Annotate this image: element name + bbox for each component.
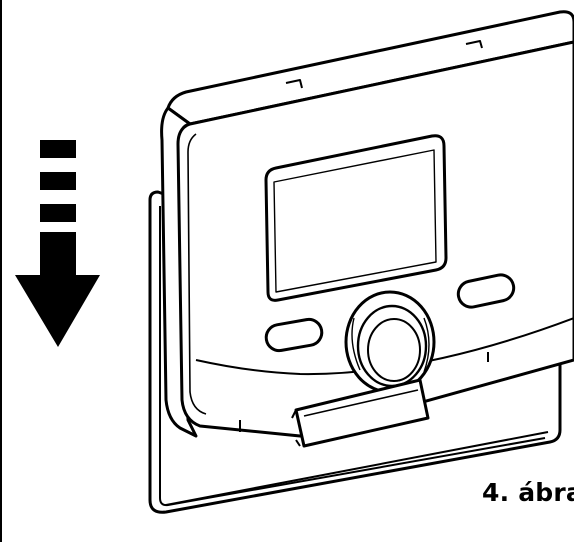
- display-window-inner: [273, 149, 437, 293]
- rotary-knob-grip: [351, 317, 430, 373]
- arrow-shaft-head: [15, 232, 100, 347]
- clip-outline: [294, 378, 430, 448]
- display-window: [264, 134, 448, 302]
- figure-caption: 4. ábra: [482, 478, 574, 507]
- thermostat-device: [160, 10, 574, 438]
- base-plate-bottom-lip: [165, 431, 549, 506]
- clip-left-foot: [291, 409, 301, 447]
- mounting-clip: [291, 378, 430, 448]
- right-button: [456, 273, 516, 309]
- device-lower-curve: [195, 317, 574, 376]
- arrow-bar-1: [40, 140, 76, 158]
- device-top-notch-1: [285, 79, 303, 89]
- clip-inner-line: [303, 389, 419, 417]
- arrow-bar-2: [40, 172, 76, 190]
- device-front-bevel: [187, 133, 207, 415]
- rotary-knob-center: [367, 318, 421, 382]
- screw-marks: [239, 352, 489, 432]
- arrow-bar-3: [40, 204, 76, 222]
- down-arrow-icon: [15, 140, 100, 347]
- page-left-border: [0, 0, 2, 542]
- left-button: [264, 317, 324, 353]
- device-top-notch-2: [465, 40, 483, 49]
